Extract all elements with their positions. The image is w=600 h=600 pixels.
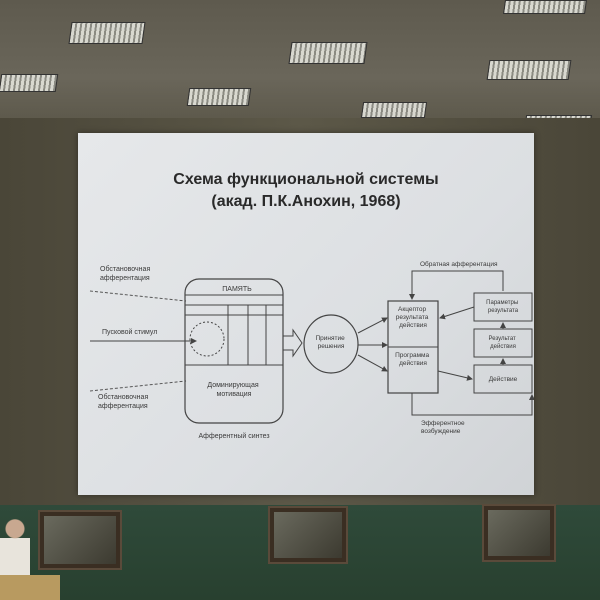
afferent-synthesis-block [184, 278, 284, 424]
wall-picture [268, 506, 348, 564]
projection-screen: Схема функциональной системы (акад. П.К.… [78, 133, 534, 495]
result-box [473, 328, 533, 358]
env-afferent-bottom-label: Обстановочная афферентация [98, 393, 150, 410]
podium [0, 575, 60, 600]
decision-label: Принятие решения [315, 335, 346, 350]
trigger-stimulus-label: Пусковой стимул [102, 328, 157, 336]
ceiling-light [186, 88, 252, 106]
feedback-line [409, 270, 504, 300]
feedback-label: Обратная афферентация [420, 260, 498, 268]
env-afferent-top-label: Обстановочная афферентация [100, 265, 152, 282]
ceiling-light [288, 42, 368, 64]
slide-title: Схема функциональной системы [173, 171, 439, 188]
acceptor-label: Акцептор результата действия [396, 306, 430, 329]
action-label: Действие [489, 375, 518, 383]
wall-picture [38, 510, 122, 570]
ceiling-light [503, 0, 587, 14]
result-params-label: Параметры результата [486, 300, 520, 314]
wall-picture [482, 504, 556, 562]
functional-system-diagram: Обстановочная афферентация Пусковой стим… [89, 260, 534, 440]
memory-label: ПАМЯТЬ [222, 286, 252, 293]
decision-circle [303, 314, 359, 374]
ceiling-light [360, 102, 428, 118]
slide-subtitle: (акад. П.К.Анохин, 1968) [211, 193, 401, 210]
synthesis-to-decision-arrow [282, 328, 303, 358]
result-label: Результат действия [489, 336, 518, 350]
stimulus-circle [189, 321, 225, 357]
motivation-label: Доминирующая мотивация [207, 382, 260, 398]
afferent-synthesis-label: Афферентный синтез [198, 432, 269, 440]
efferent-label: Эфферентное возбуждение [421, 420, 466, 435]
result-params-box [473, 292, 533, 322]
ceiling-light [68, 22, 146, 44]
ceiling-light [486, 60, 572, 80]
program-label: Программа действия [395, 352, 431, 367]
env-afferent-top-line [89, 290, 187, 302]
env-afferent-bottom-line [89, 380, 187, 392]
efferent-line [411, 393, 534, 416]
ceiling-light [0, 74, 59, 92]
presenter [0, 518, 30, 578]
